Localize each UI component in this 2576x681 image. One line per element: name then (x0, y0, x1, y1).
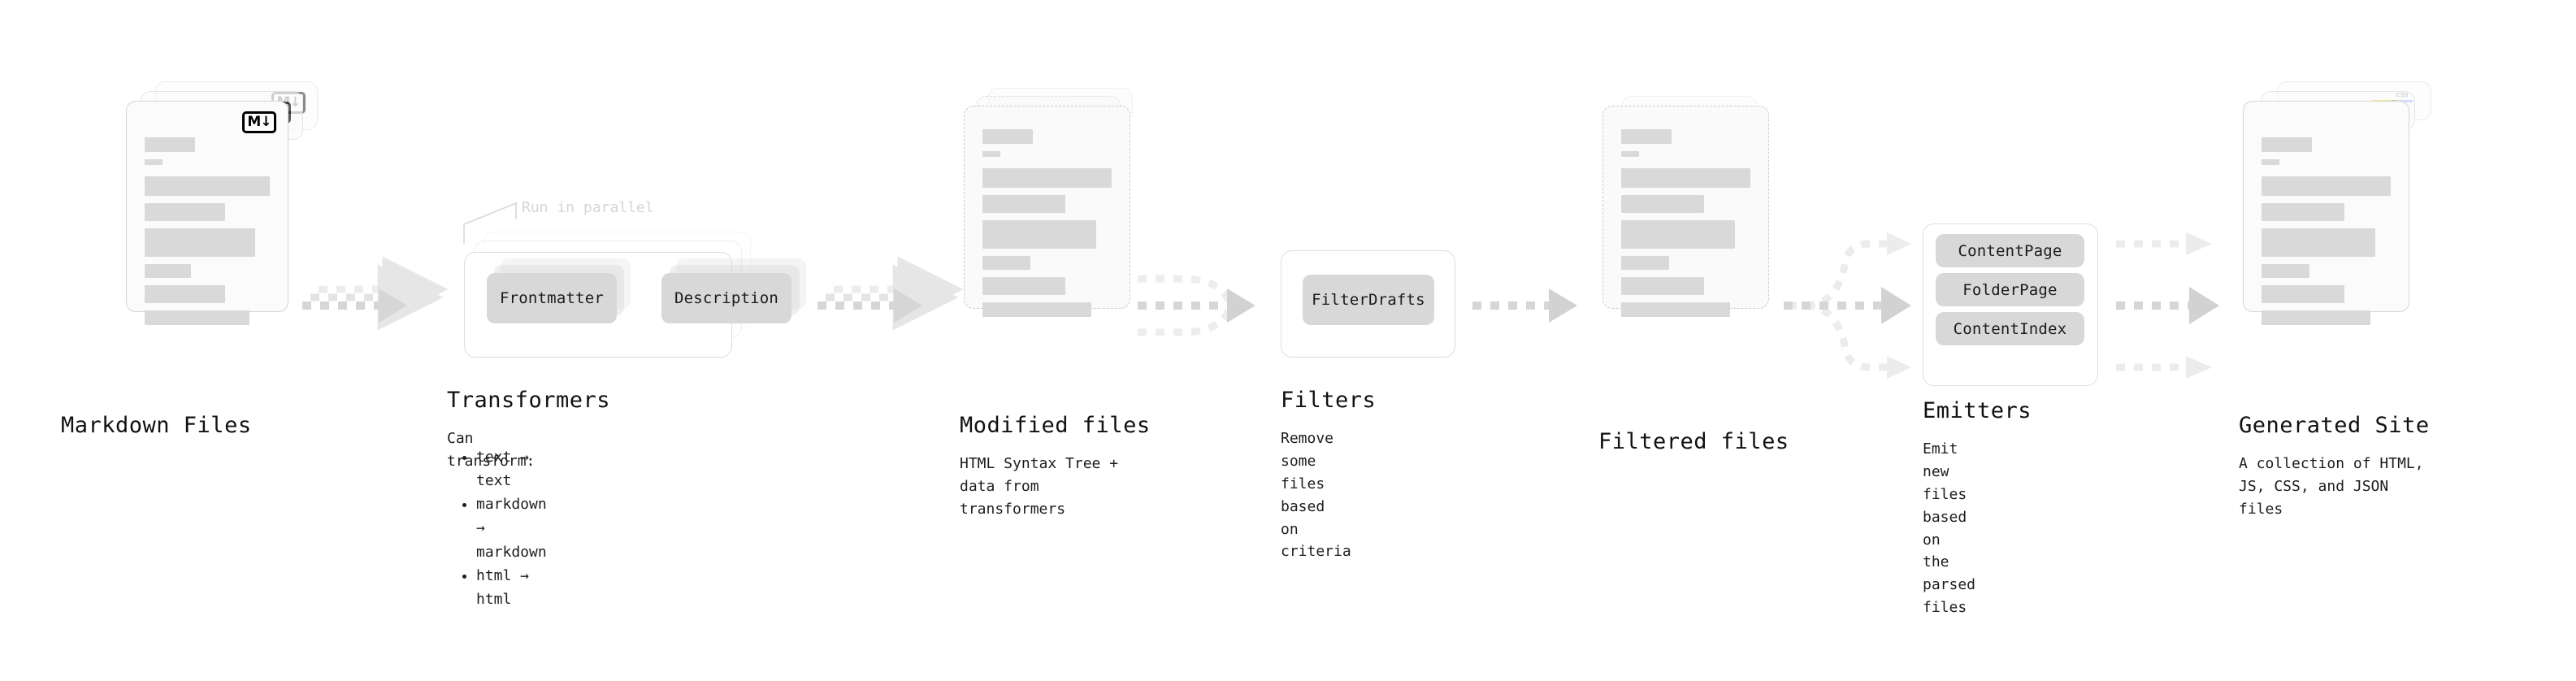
stage-modified-files: Modified files HTML Syntax Tree + data f… (960, 0, 1151, 518)
transformers-bullet-1: markdown → markdown (476, 492, 547, 563)
connector-filtered-to-emitters (1784, 232, 1911, 379)
generated-doc-front (2243, 101, 2409, 325)
transformers-bullet-list: text → text markdown → markdown html → h… (458, 445, 547, 611)
emitters-subtitle: Emit new files based on the parsed files (1923, 440, 1976, 617)
chip-frontmatter[interactable]: Frontmatter (487, 273, 617, 323)
chip-folder-page[interactable]: FolderPage (1936, 273, 2084, 306)
filters-subtitle: Remove some files based on criteria (1281, 430, 1351, 561)
markdown-files-title: Markdown Files (61, 413, 252, 438)
transformers-bullet-2: html → html (476, 564, 547, 611)
modified-file-stack (964, 0, 1151, 325)
markdown-file-stack: M↓ M↓ M↓ (126, 0, 321, 325)
generated-site-title: Generated Site (2239, 413, 2430, 438)
filtered-doc-front (1602, 106, 1769, 317)
filtered-file-stack (1602, 0, 1789, 325)
transformers-title: Transformers (447, 388, 611, 413)
modified-placeholder-lines (982, 129, 1112, 324)
stage-filtered-files: Filtered files (1598, 0, 1789, 454)
stage-markdown-files: M↓ M↓ M↓ Markdown Files (61, 0, 321, 438)
chip-content-index[interactable]: ContentIndex (1936, 312, 2084, 345)
emitters-title: Emitters (1923, 398, 2032, 423)
modified-files-title: Modified files (960, 413, 1151, 438)
modified-doc-front (964, 106, 1130, 317)
filtered-files-title: Filtered files (1598, 429, 1789, 454)
chip-filter-drafts[interactable]: FilterDrafts (1303, 275, 1434, 325)
transformers-subtitle: Can transform: (447, 430, 536, 470)
connector-filters-to-filtered (1472, 288, 1577, 323)
markdown-badge-front: M↓ (242, 111, 276, 133)
chip-content-page[interactable]: ContentPage (1936, 234, 2084, 267)
generated-placeholder-lines (2262, 137, 2391, 332)
connector-emitters-to-site (2116, 232, 2219, 379)
filters-title: Filters (1281, 388, 1377, 413)
markdown-placeholder-lines (145, 137, 270, 332)
connector-transformers-to-modified (817, 256, 964, 331)
modified-files-subtitle: HTML Syntax Tree + data from transformer… (960, 455, 1119, 518)
generated-site-subtitle: A collection of HTML, JS, CSS, and JSON … (2239, 455, 2424, 518)
generated-site-stack: CSS (2243, 0, 2438, 325)
markdown-doc-front: M↓ (126, 101, 288, 325)
run-in-parallel-label: Run in parallel (522, 199, 654, 216)
filtered-placeholder-lines (1621, 129, 1750, 324)
chip-description[interactable]: Description (661, 273, 791, 323)
stage-generated-site: CSS Generated Site A collection of HTML,… (2239, 0, 2438, 518)
connector-modified-to-filters (1138, 275, 1255, 336)
transformers-bullet-0: text → text (476, 445, 547, 492)
